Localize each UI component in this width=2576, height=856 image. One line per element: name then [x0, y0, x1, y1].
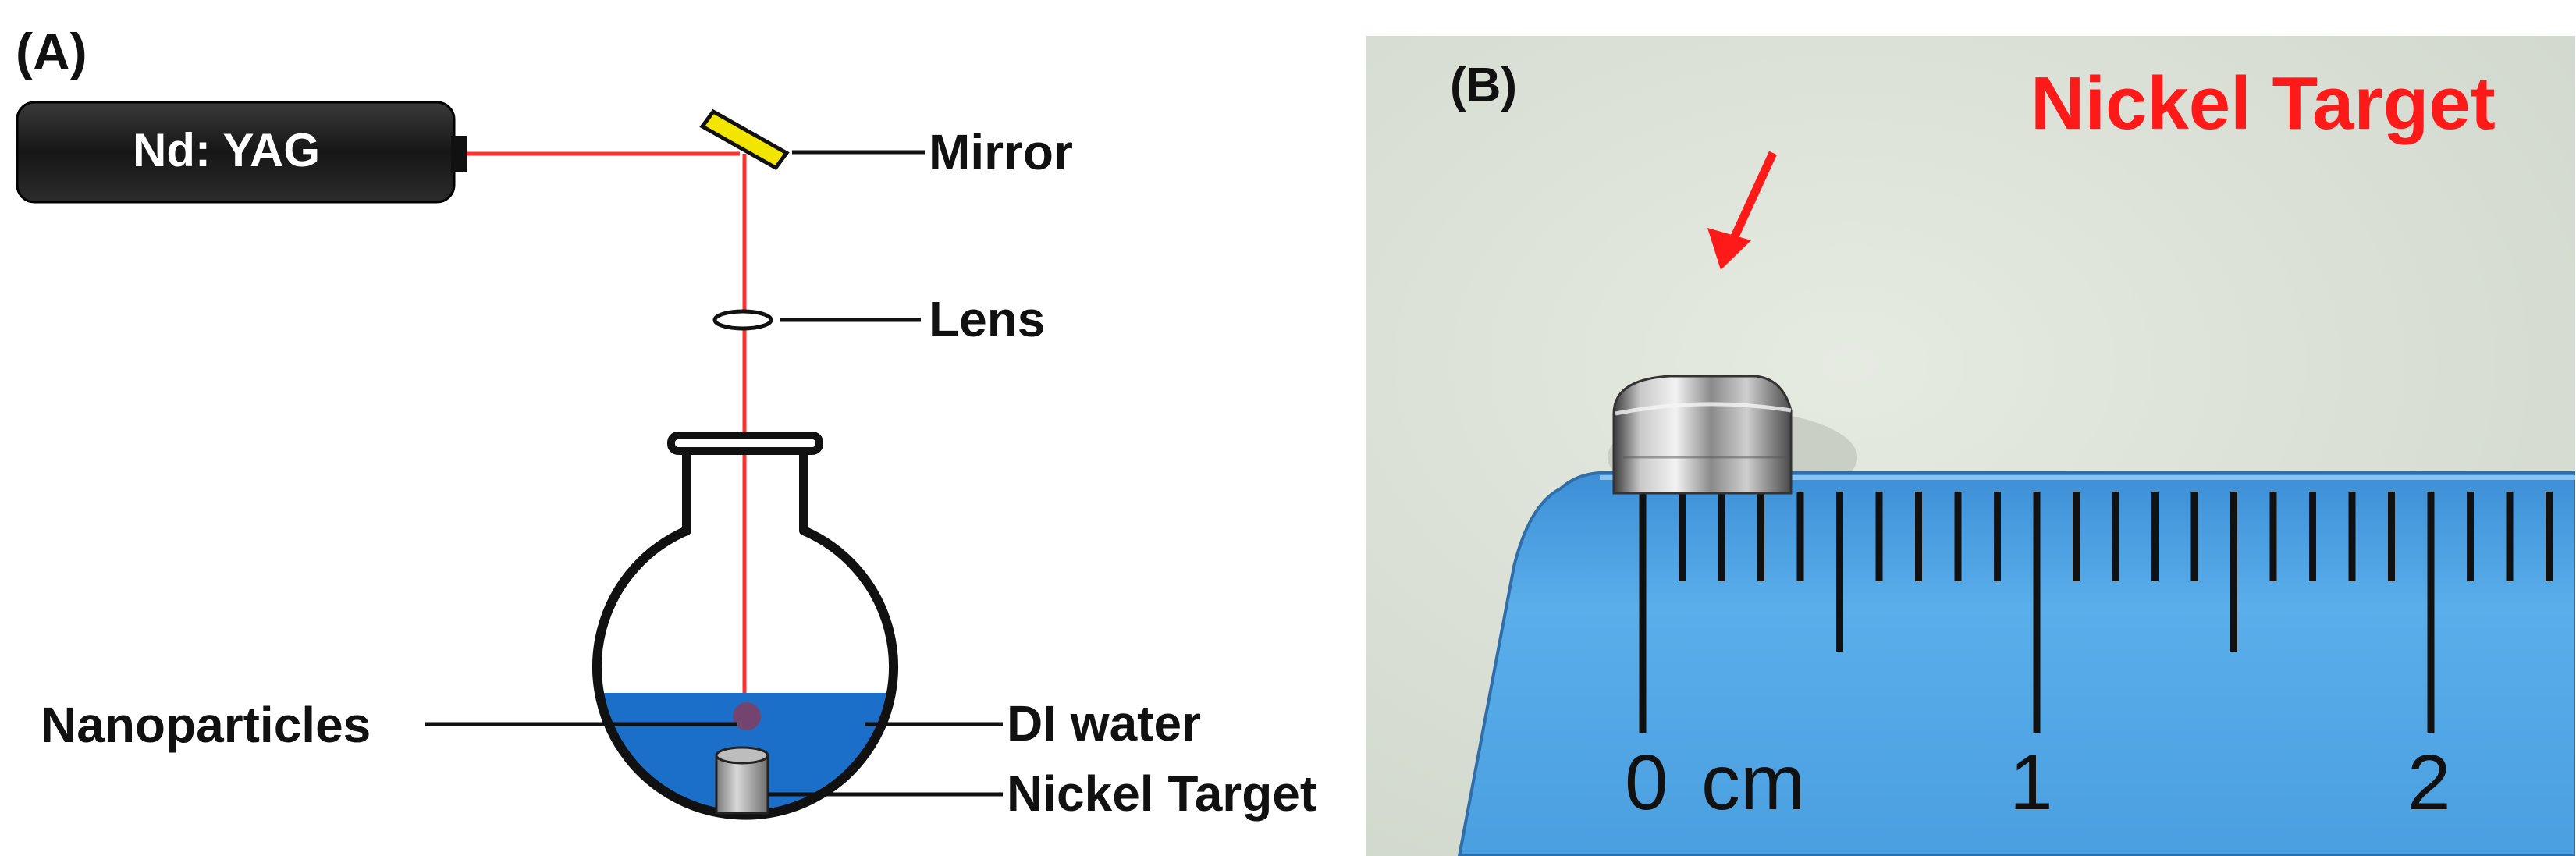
photo-scene: [1366, 36, 2575, 856]
laser-label: Nd: YAG: [133, 124, 321, 176]
ruler-zero-label: 0: [1625, 739, 1668, 826]
water-label: DI water: [1007, 695, 1201, 751]
lens-label: Lens: [929, 291, 1046, 347]
nickel-target-object: [1612, 375, 1793, 495]
laser-source: [16, 101, 467, 204]
ruler-one-label: 1: [2009, 739, 2053, 826]
ruler-two-label: 2: [2407, 739, 2451, 826]
nanoparticles-label: Nanoparticles: [41, 697, 371, 753]
nanoparticles: [733, 702, 761, 730]
setup-diagram: [16, 101, 1003, 820]
ruler-unit-label: cm: [1701, 739, 1806, 826]
arrow-to-target: [1707, 151, 1778, 270]
nickel-target-photo: (B) Nickel Target 0 cm 1 2: [1366, 36, 2575, 856]
target-label: Nickel Target: [1007, 765, 1317, 822]
panel-a-label: (A): [16, 23, 87, 80]
photo-target-label: Nickel Target: [2031, 62, 2496, 145]
ruler: [1457, 471, 2575, 856]
lens: [712, 309, 773, 331]
nickel-target-cylinder: [715, 746, 769, 815]
ruler-ticks: [1639, 492, 2553, 733]
mirror-label: Mirror: [929, 124, 1073, 180]
panel-b-label: (B): [1450, 59, 1518, 112]
mirror: [699, 108, 790, 171]
